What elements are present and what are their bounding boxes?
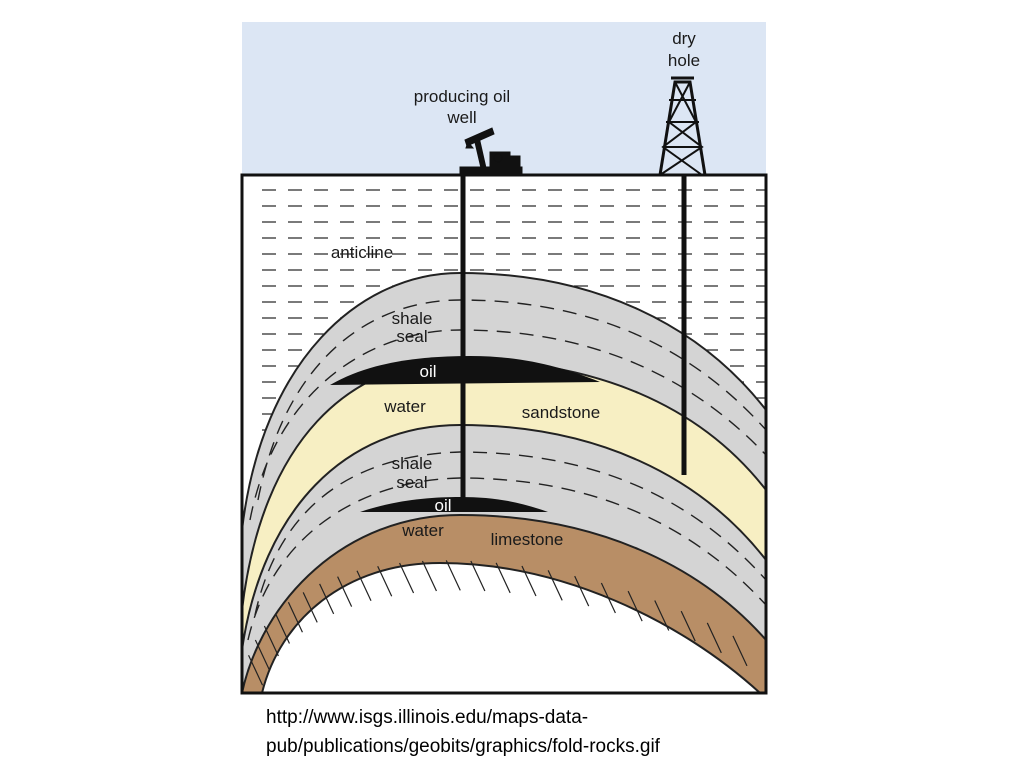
dry-hole-label-line2: hole: [668, 51, 700, 70]
pumpjack-icon: [459, 127, 523, 175]
upper-shale-label-line2: seal: [396, 327, 427, 346]
limestone-brick-pattern: [248, 560, 748, 686]
producing-well-label-line2: well: [446, 108, 476, 127]
upper-oil-label: oil: [419, 362, 436, 381]
limestone-label: limestone: [491, 530, 564, 549]
lower-oil-label: oil: [434, 496, 451, 515]
lower-oil-trap: [360, 497, 548, 512]
sandstone-label: sandstone: [522, 403, 600, 422]
source-url-line1: http://www.isgs.illinois.edu/maps-data-: [266, 707, 589, 728]
lower-shale-label-line2: seal: [396, 473, 427, 492]
upper-shale-label-line1: shale: [392, 309, 433, 328]
source-url-line2: pub/publications/geobits/graphics/fold-r…: [266, 736, 660, 757]
sky-background: [242, 22, 766, 175]
lower-water-label: water: [401, 521, 444, 540]
anticline-label: anticline: [331, 243, 393, 262]
derrick-icon: [658, 76, 707, 176]
upper-water-label: water: [383, 397, 426, 416]
producing-well-label-line1: producing oil: [414, 87, 510, 106]
dry-hole-label-line1: dry: [672, 29, 696, 48]
cross-section-frame: [240, 173, 768, 695]
source-url-caption: http://www.isgs.illinois.edu/maps-data- …: [266, 703, 966, 761]
lower-shale-label-line1: shale: [392, 454, 433, 473]
